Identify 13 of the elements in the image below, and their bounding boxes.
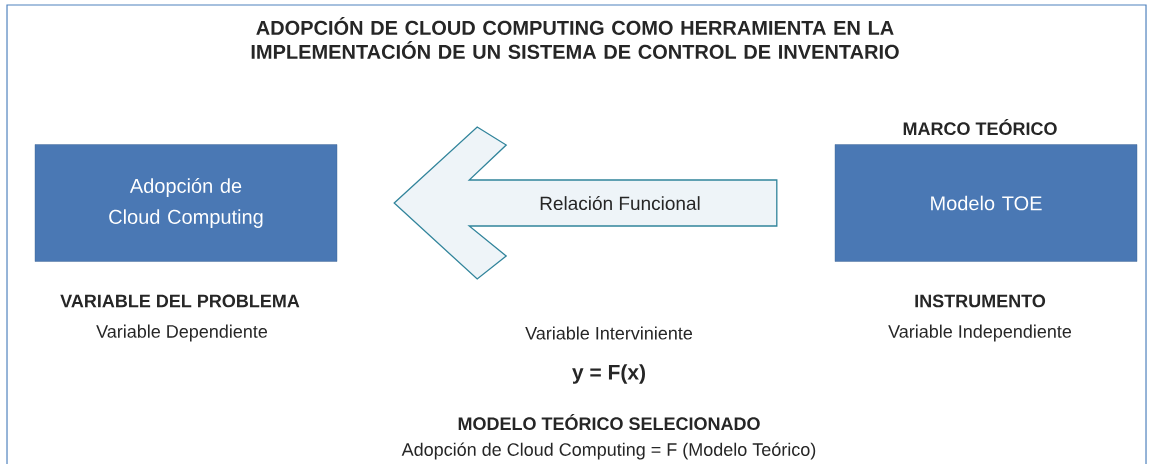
heading: MODELO TEÓRICO SELECIONADO <box>458 413 760 431</box>
heading: MARCO TEÓRICO <box>903 118 1057 136</box>
node-label: Variable Dependiente <box>96 324 268 342</box>
heading: VARIABLE DEL PROBLEMA <box>60 294 300 308</box>
block-arrow <box>393 126 778 280</box>
formula: y = F(x) <box>572 364 645 384</box>
process-box: Modelo TOE <box>834 144 1138 262</box>
caption: Variable Interviniente <box>525 326 693 340</box>
caption: Adopción de Cloud Computing = F (Modelo Teórico) <box>401 442 816 460</box>
process-box: Adopción de Cloud Computing <box>34 144 338 262</box>
title: ADOPCIÓN DE CLOUD COMPUTING COMO HERRAMIENTA EN LA IMPLEMENTACIÓN DE UN SISTEMA DE CONTROL DE INVENTARIO <box>251 17 899 59</box>
heading: INSTRUMENTO <box>915 294 1046 308</box>
node-label: Variable Independiente <box>888 324 1072 342</box>
